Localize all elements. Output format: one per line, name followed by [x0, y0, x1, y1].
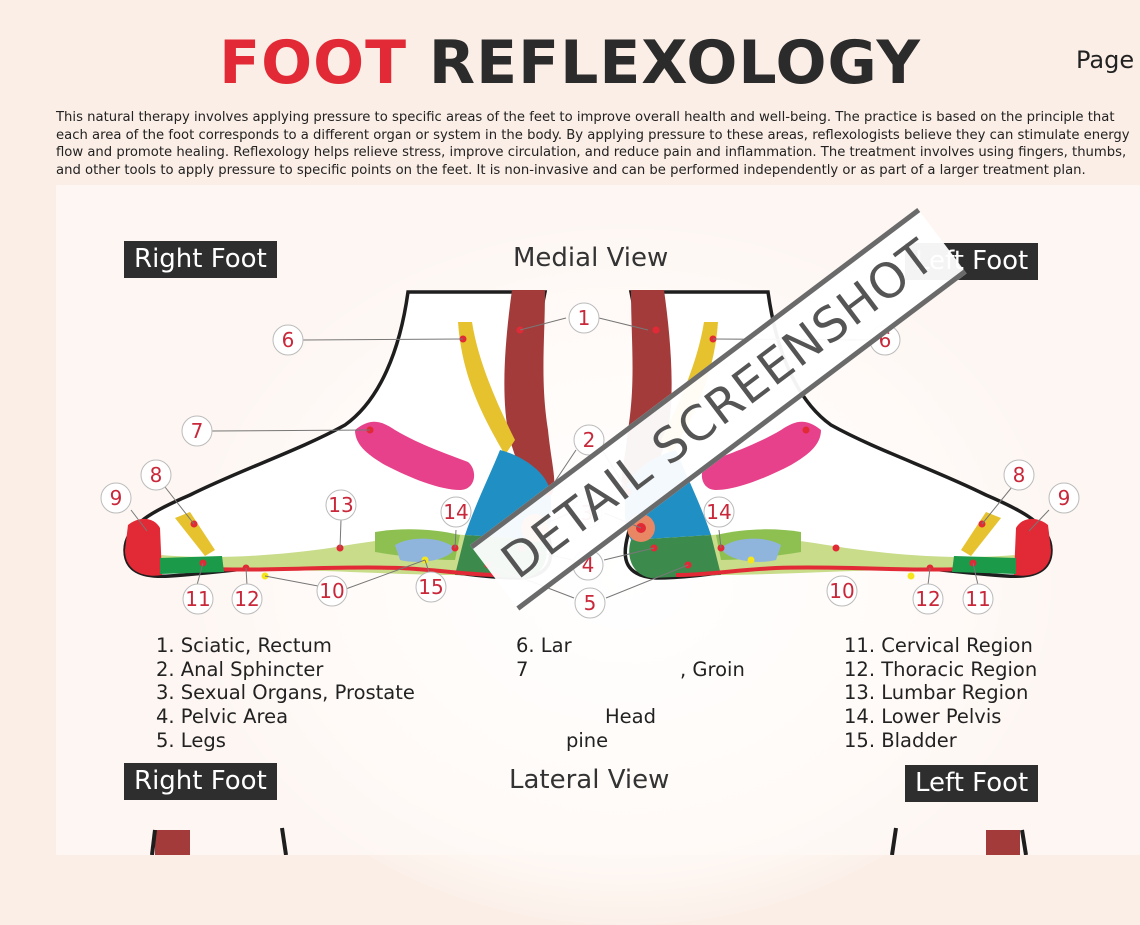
legend-item: 3. Sexual Organs, Prostate [156, 681, 415, 705]
callout-10-right: 10 [316, 575, 348, 607]
callout-1: 1 [568, 302, 600, 334]
callout-8-left: 8 [1003, 459, 1035, 491]
page-title: FOOT REFLEXOLOGY [0, 28, 1140, 98]
callout-9-right: 9 [100, 482, 132, 514]
title-foot: FOOT [219, 28, 408, 98]
legend-item: 7 [516, 657, 529, 681]
callout-10-left: 10 [826, 575, 858, 607]
svg-text:5: 5 [584, 591, 597, 615]
foot-diagram: 6 7 8 9 13 14 15 10 12 11 1 2 3 4 5 6 8 … [100, 288, 1080, 855]
legend-item: 13. Lumbar Region [844, 681, 1029, 705]
callout-6-right: 6 [272, 324, 304, 356]
title-reflexology: REFLEXOLOGY [428, 28, 921, 98]
callout-12-left: 12 [912, 583, 944, 615]
callout-14-right: 14 [440, 496, 472, 528]
svg-text:7: 7 [191, 419, 204, 443]
medial-view-label: Medial View [513, 243, 669, 273]
svg-text:15: 15 [418, 575, 443, 599]
callout-14-left: 14 [703, 496, 735, 528]
callout-5: 5 [574, 587, 606, 619]
svg-text:6: 6 [282, 328, 295, 352]
callout-8-right: 8 [140, 459, 172, 491]
svg-text:14: 14 [443, 500, 468, 524]
svg-text:8: 8 [150, 463, 163, 487]
callout-11-right: 11 [182, 583, 214, 615]
svg-text:11: 11 [965, 587, 990, 611]
left-foot-tag-lateral: Left Foot [905, 765, 1039, 802]
svg-text:12: 12 [234, 587, 259, 611]
page-label: Page [1076, 46, 1135, 74]
callout-11-left: 11 [962, 583, 994, 615]
legend-item: pine [566, 728, 609, 752]
callout-9-left: 9 [1048, 482, 1080, 514]
legend-item: 5. Legs [156, 728, 226, 752]
lateral-view-label: Lateral View [509, 765, 670, 795]
legend-item: 15. Bladder [844, 728, 957, 752]
legend-item: 2. Anal Sphincter [156, 657, 324, 681]
callout-12-right: 12 [231, 583, 263, 615]
svg-text:2: 2 [583, 428, 596, 452]
svg-text:12: 12 [915, 587, 940, 611]
legend-item: 14. Lower Pelvis [844, 705, 1002, 729]
svg-text:11: 11 [185, 587, 210, 611]
svg-text:10: 10 [319, 579, 344, 603]
lateral-view-feet [150, 827, 1028, 855]
right-foot-tag-lateral: Right Foot [124, 763, 277, 800]
callout-13-right: 13 [325, 489, 357, 521]
legend-item: 4. Pelvic Area [156, 705, 289, 729]
svg-text:14: 14 [706, 500, 731, 524]
callouts: 6 7 8 9 13 14 15 10 12 11 1 2 3 4 5 6 8 … [100, 302, 1080, 619]
svg-text:13: 13 [328, 493, 353, 517]
legend-item: 6. Lar [516, 634, 572, 657]
legend-col-3: 11. Cervical Region 12. Thoracic Region … [844, 634, 1037, 753]
legend-col-2: 6. Lar 7 , Groin Head pine [516, 634, 756, 754]
legend-col-1: 1. Sciatic, Rectum 2. Anal Sphincter 3. … [156, 634, 415, 753]
right-foot-tag-medial: Right Foot [124, 241, 277, 278]
svg-text:1: 1 [578, 306, 591, 330]
svg-text:9: 9 [1058, 486, 1071, 510]
intro-paragraph: This natural therapy involves applying p… [56, 110, 1130, 178]
svg-text:9: 9 [110, 486, 123, 510]
legend-item: Head [605, 705, 656, 729]
legend-item: 11. Cervical Region [844, 634, 1033, 657]
callout-15-right: 15 [415, 571, 447, 603]
svg-text:10: 10 [829, 579, 854, 603]
legend-item: 1. Sciatic, Rectum [156, 634, 332, 657]
legend-item: , Groin [680, 657, 745, 681]
svg-text:8: 8 [1013, 463, 1026, 487]
legend-item: 12. Thoracic Region [844, 657, 1038, 681]
callout-7-right: 7 [181, 415, 213, 447]
